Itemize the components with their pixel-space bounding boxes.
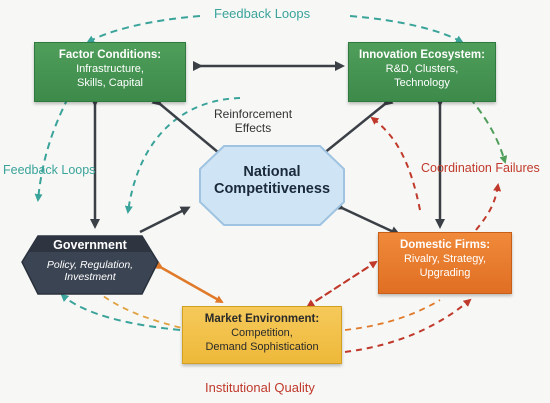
feedback-arc-top-left	[86, 15, 201, 43]
government-title: Government	[53, 238, 127, 252]
firms-market-red-2	[307, 260, 378, 307]
feedback-arc-top-right	[349, 15, 464, 43]
factor-conditions-node: Factor Conditions: Infrastructure, Skill…	[34, 42, 186, 102]
national-competitiveness-title: National Competitiveness	[213, 164, 331, 198]
national-competitiveness-shape	[199, 145, 345, 226]
market-firms-bottom-red	[344, 298, 472, 353]
market-environment-node: Market Environment: Competition, Demand …	[182, 306, 342, 364]
arrow-government-national	[139, 206, 191, 234]
arrow-government-market	[154, 261, 224, 304]
innovation-ecosystem-desc: R&D, Clusters, Technology	[385, 62, 459, 89]
feedback-loops-left-label: Feedback Loops	[3, 163, 96, 177]
feedback-arc-left-bottom	[60, 293, 181, 331]
reinforcement-arc-right	[370, 116, 421, 211]
coordination-failures-label: Coordination Failures	[421, 161, 540, 175]
gov-market-dashed	[94, 289, 183, 329]
market-environment-title: Market Environment:	[204, 313, 320, 325]
arrow-factor-national	[151, 95, 228, 160]
domestic-firms-desc: Rivalry, Strategy, Upgrading	[403, 252, 487, 279]
coordination-arc	[475, 183, 502, 231]
factor-conditions-title: Factor Conditions:	[58, 49, 162, 61]
arrow-national-firms	[333, 200, 401, 236]
market-environment-desc: Competition, Demand Sophistication	[205, 326, 319, 353]
institutional-quality-label: Institutional Quality	[205, 380, 315, 395]
factor-conditions-desc: Infrastructure, Skills, Capital	[76, 62, 144, 89]
feedback-arc-right-green	[469, 97, 508, 164]
reinforcement-effects-label: Reinforcement Effects	[214, 107, 293, 135]
arrow-innovation-national	[315, 95, 394, 160]
domestic-firms-title: Domestic Firms:	[399, 239, 491, 251]
innovation-ecosystem-node: Innovation Ecosystem: R&D, Clusters, Tec…	[348, 42, 496, 102]
feedback-loops-top-label: Feedback Loops	[214, 6, 311, 21]
feedback-arc-left-down	[34, 97, 69, 202]
domestic-firms-node: Domestic Firms: Rivalry, Strategy, Upgra…	[378, 232, 512, 294]
innovation-ecosystem-title: Innovation Ecosystem:	[359, 49, 485, 61]
government-desc: Policy, Regulation, Investment	[46, 259, 134, 284]
government-header-band	[28, 236, 152, 252]
market-firms-mid-red	[344, 299, 441, 331]
